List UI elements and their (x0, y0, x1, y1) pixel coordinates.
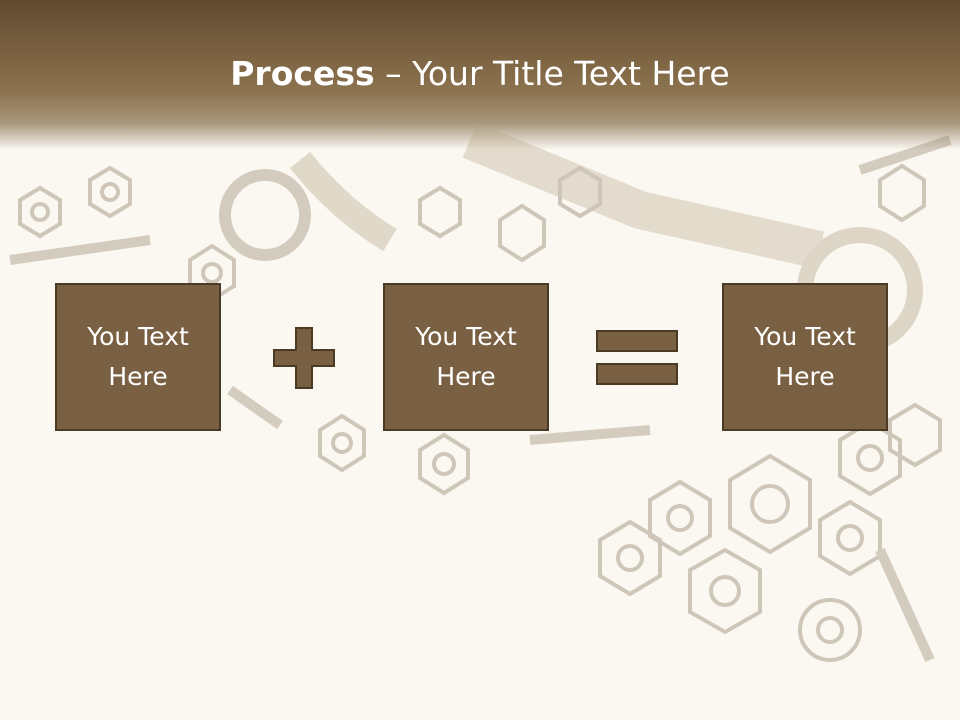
slide-title: Process – Your Title Text Here (0, 52, 960, 96)
process-box-2[interactable]: You Text Here (383, 283, 549, 431)
title-bold: Process (230, 54, 375, 93)
title-banner (0, 0, 960, 150)
process-box-2-text: You Text Here (415, 322, 517, 391)
process-box-3[interactable]: You Text Here (722, 283, 888, 431)
process-box-1[interactable]: You Text Here (55, 283, 221, 431)
process-box-1-text: You Text Here (87, 322, 189, 391)
process-box-3-text: You Text Here (754, 322, 856, 391)
equals-icon (596, 330, 678, 385)
plus-icon (273, 327, 335, 389)
title-rest: – Your Title Text Here (374, 54, 730, 93)
